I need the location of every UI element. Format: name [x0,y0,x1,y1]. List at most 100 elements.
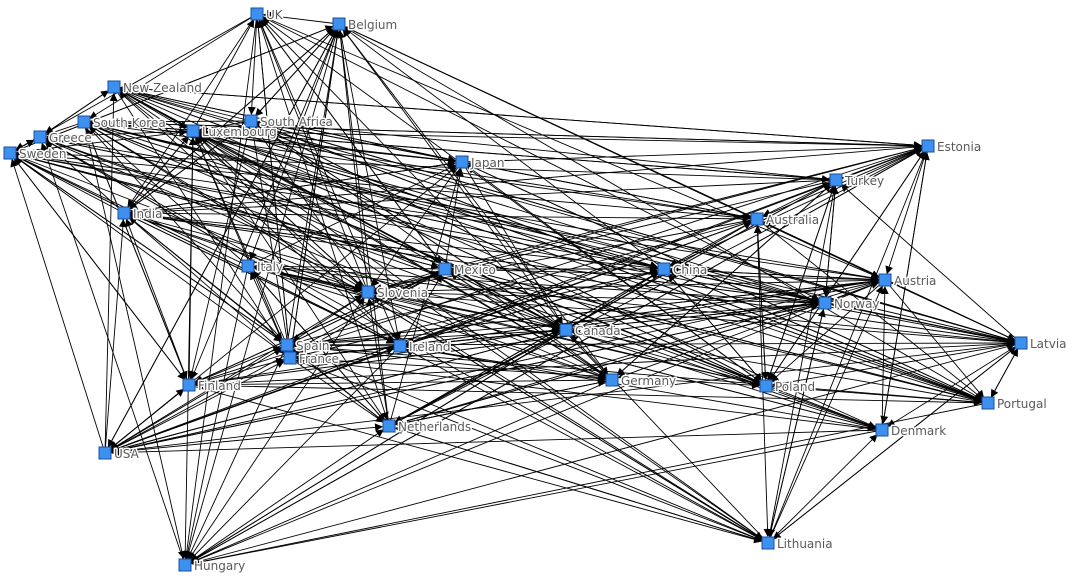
edge-poland-to-luxembourg [198,132,767,387]
edge-portugal-to-hungary [190,402,989,567]
node-latvia[interactable]: Latvia [1014,336,1068,353]
node-portugal[interactable]: Portugal [981,396,1048,413]
edge-south-africa-to-germany [250,120,608,377]
edge-spain-to-luxembourg [194,136,288,346]
edge-china-to-belgium [343,27,665,270]
node-south-africa[interactable]: South Africa [244,114,334,131]
node-square-greece[interactable] [33,130,47,144]
node-square-slovenia[interactable] [361,285,375,299]
edge-mexico-to-uk [260,18,446,270]
node-square-usa[interactable] [98,446,112,460]
node-square-netherlands[interactable] [382,419,396,433]
node-denmark[interactable]: Denmark [875,423,948,440]
edge-uk-to-sweden [15,13,258,151]
node-spain[interactable]: Spain [280,338,331,355]
node-uk[interactable]: UK [250,7,285,24]
edge-canada-to-portugal [565,329,983,405]
node-australia[interactable]: Australia [750,212,821,229]
edge-south-korea-to-hungary [83,121,186,560]
edge-france-to-belgium [289,29,341,359]
edge-austria-to-hungary [190,279,886,564]
node-netherlands[interactable]: Netherlands [382,419,473,436]
node-lithuania[interactable]: Lithuania [761,536,834,553]
node-square-finland[interactable] [182,378,196,392]
node-square-spain[interactable] [280,338,294,352]
node-sweden[interactable]: Sweden [3,146,68,163]
node-label-south-korea: South Korea [93,116,166,130]
edge-slovenia-to-austria [367,276,879,293]
node-square-ireland[interactable] [393,339,407,353]
node-slovenia[interactable]: Slovenia [361,285,430,302]
node-ireland[interactable]: Ireland [393,339,452,356]
node-square-japan[interactable] [455,155,469,169]
node-norway[interactable]: Norway [818,296,881,313]
edge-lithuania-to-france [295,359,769,544]
edge-ireland-to-new-zealand [118,91,401,347]
edge-denmark-to-austria [880,286,889,431]
edge-finland-to-latvia [188,339,1015,386]
node-square-lithuania[interactable] [761,536,775,550]
node-turkey[interactable]: Turkey [829,173,886,190]
node-germany[interactable]: Germany [605,373,678,390]
node-square-turkey[interactable] [829,173,843,187]
edge-netherlands-to-italy [251,270,390,427]
node-square-estonia[interactable] [921,139,935,153]
node-square-italy[interactable] [241,259,255,273]
edge-mexico-to-italy [254,262,446,271]
node-square-austria[interactable] [878,273,892,287]
node-label-india: India [133,207,162,221]
node-poland[interactable]: Poland [759,379,817,396]
node-square-canada[interactable] [559,323,573,337]
node-belgium[interactable]: Belgium [332,17,399,34]
node-square-norway[interactable] [818,296,832,310]
node-hungary[interactable]: Hungary [178,558,247,575]
node-usa[interactable]: USA [98,446,141,463]
edge-spain-to-sweden [14,156,288,346]
node-label-norway: Norway [834,297,880,311]
node-square-china[interactable] [657,262,671,276]
node-india[interactable]: India [117,206,164,223]
edge-turkey-to-south-africa [257,118,837,181]
node-france[interactable]: France [283,351,340,368]
edge-ireland-to-india [129,215,401,347]
node-canada[interactable]: Canada [559,323,622,340]
node-austria[interactable]: Austria [878,273,938,290]
node-square-mexico[interactable] [438,262,452,276]
node-south-korea[interactable]: South Korea [77,115,167,132]
node-square-india[interactable] [117,206,131,220]
edge-poland-to-estonia [765,150,925,387]
node-label-poland: Poland [775,380,815,394]
node-greece[interactable]: Greece [33,130,93,147]
node-new-zealand[interactable]: New Zealand [107,80,203,97]
node-square-germany[interactable] [605,373,619,387]
node-square-hungary[interactable] [178,558,192,572]
node-square-sweden[interactable] [3,146,17,160]
node-square-latvia[interactable] [1014,336,1028,350]
node-square-france[interactable] [283,351,297,365]
edge-spain-to-lithuania [286,344,763,542]
node-square-poland[interactable] [759,379,773,393]
node-square-uk[interactable] [250,7,264,21]
node-square-belgium[interactable] [332,17,346,31]
edge-portugal-to-new-zealand [119,88,989,404]
node-square-australia[interactable] [750,212,764,226]
edge-netherlands-to-slovenia [366,297,390,427]
node-japan[interactable]: Japan [455,155,506,172]
node-italy[interactable]: Italy [241,259,285,276]
node-square-south-korea[interactable] [77,115,91,129]
node-mexico[interactable]: Mexico [438,262,497,279]
node-square-south-africa[interactable] [244,114,258,128]
node-square-new-zealand[interactable] [107,80,121,94]
node-square-denmark[interactable] [875,423,889,437]
edge-netherlands-to-norway [388,302,820,427]
node-china[interactable]: China [657,262,709,279]
node-finland[interactable]: Finland [182,378,242,395]
edge-portugal-to-china [669,270,989,404]
node-estonia[interactable]: Estonia [921,139,983,156]
node-square-portugal[interactable] [981,396,995,410]
node-label-finland: Finland [198,379,241,393]
node-square-luxembourg[interactable] [186,124,200,138]
edge-denmark-to-south-korea [89,123,883,431]
edge-portugal-to-latvia [987,348,1019,404]
node-luxembourg[interactable]: Luxembourg [186,124,278,141]
